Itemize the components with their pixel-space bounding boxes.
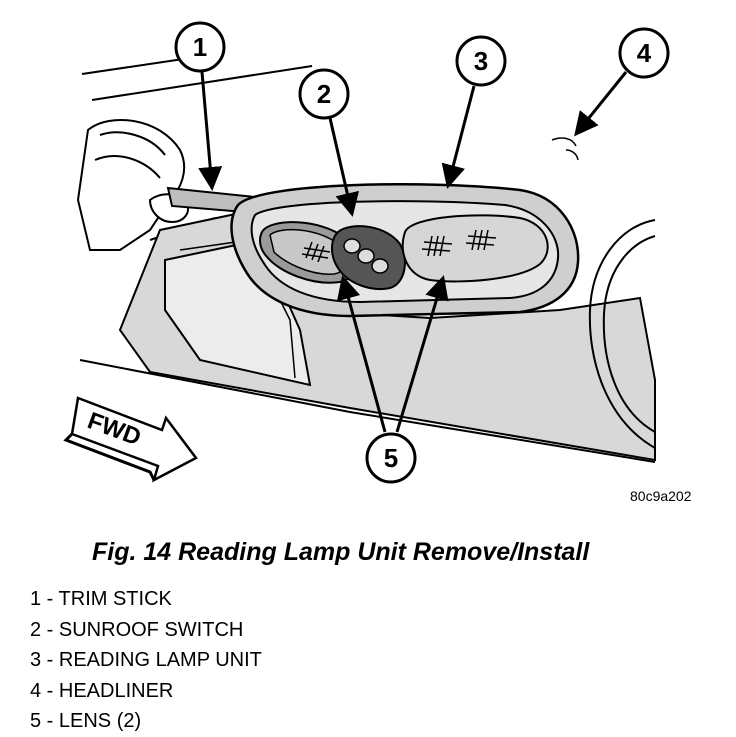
sunroof-switch: [331, 225, 406, 290]
legend-list: 1 - TRIM STICK 2 - SUNROOF SWITCH 3 - RE…: [30, 584, 262, 737]
reading-lamp-diagram: FWD 1 2 3 4 5: [63, 21, 670, 484]
callout-3: 3: [455, 35, 507, 87]
figure-caption: Fig. 14 Reading Lamp Unit Remove/Install: [92, 538, 590, 566]
fwd-arrow: FWD: [63, 396, 198, 483]
callout-1: 1: [174, 21, 226, 73]
left-lens: [259, 221, 358, 284]
right-lens: [401, 214, 549, 283]
leader-lines: [198, 71, 628, 433]
callout-3-label: 3: [474, 46, 488, 76]
headliner-mark: [551, 137, 579, 161]
headliner-opening: [588, 219, 656, 449]
callout-2: 2: [298, 68, 350, 120]
callout-5: 5: [365, 432, 417, 484]
callout-4-label: 4: [637, 38, 652, 68]
callout-5-label: 5: [384, 443, 398, 473]
hand-illustration: [76, 118, 190, 251]
legend-item: 5 - LENS (2): [30, 710, 142, 732]
legend-item: 1 - TRIM STICK: [30, 588, 172, 610]
legend-item: 2 - SUNROOF SWITCH: [30, 618, 244, 641]
callout-2-label: 2: [317, 79, 331, 109]
callout-4: 4: [618, 27, 670, 79]
callout-1-label: 1: [193, 32, 207, 62]
legend-item: 3 - READING LAMP UNIT: [30, 649, 262, 671]
legend-item: 4 - HEADLINER: [30, 679, 174, 702]
image-id: 80c9a202: [630, 488, 692, 504]
